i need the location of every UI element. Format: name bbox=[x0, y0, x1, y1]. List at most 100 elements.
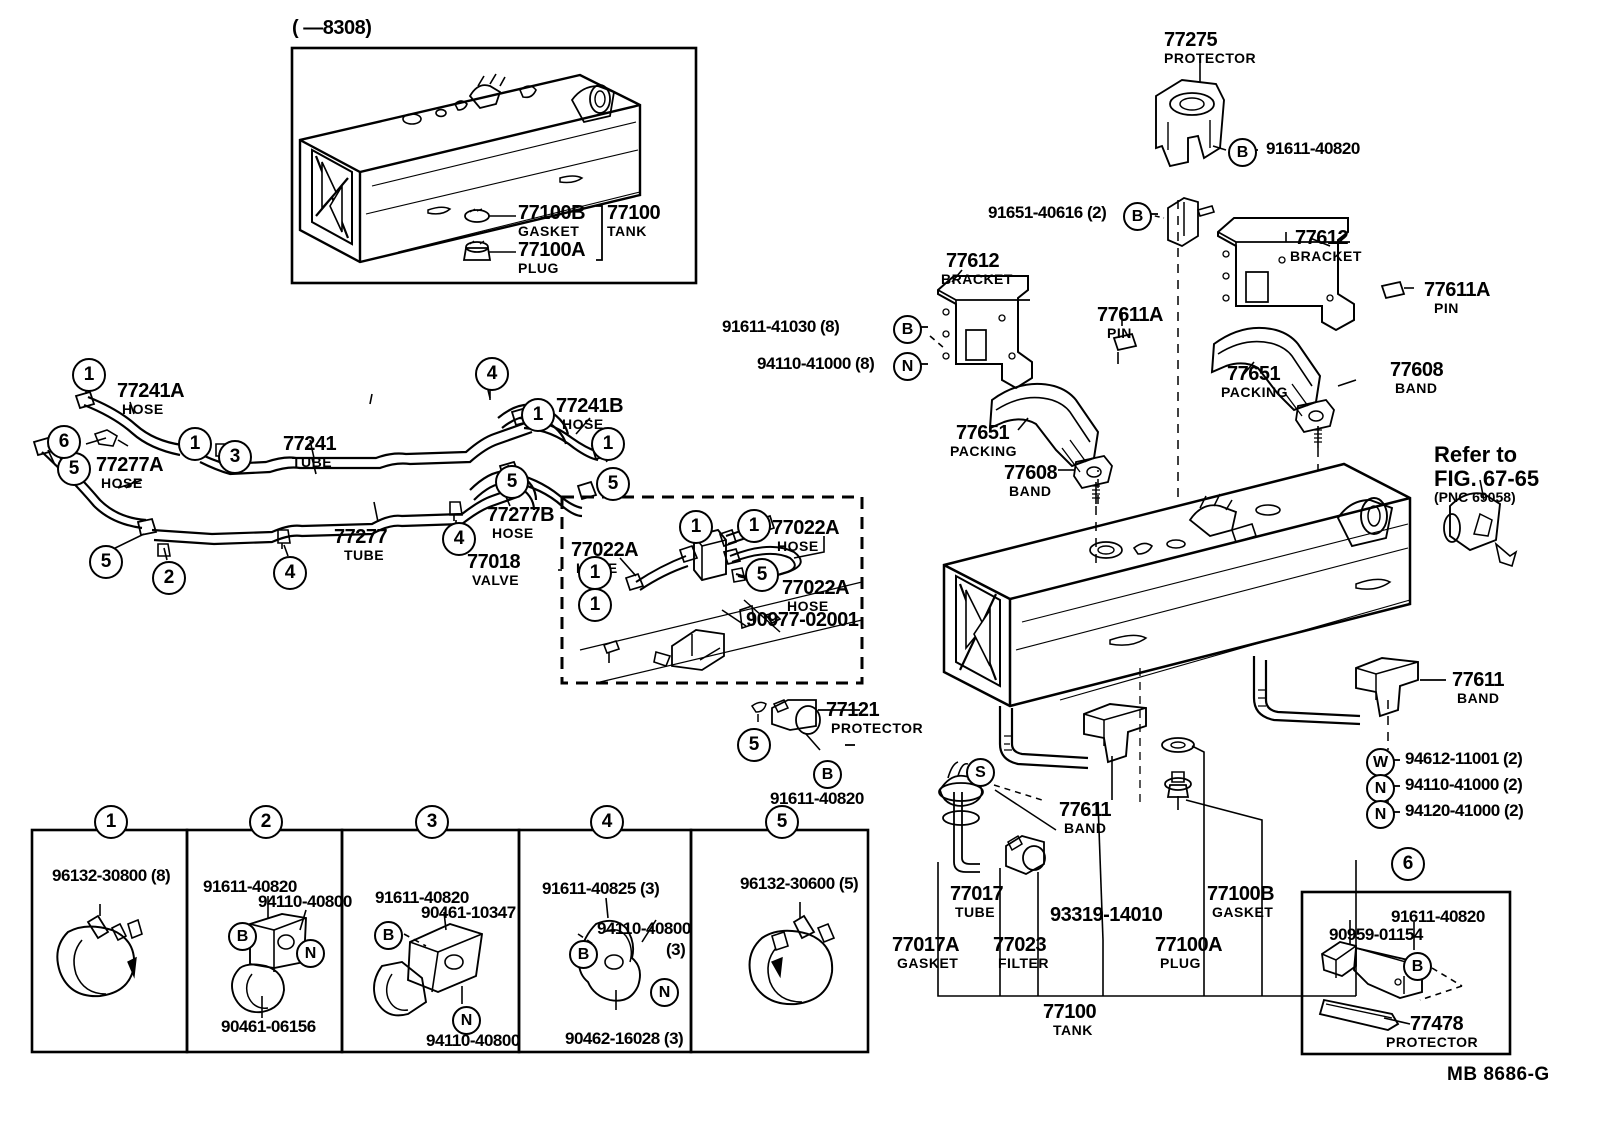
legend-id-5[interactable]: 5 bbox=[765, 805, 799, 839]
part-name-77121: PROTECTOR bbox=[831, 720, 924, 736]
callout-1[interactable]: 1 bbox=[72, 358, 106, 392]
fastener-qty-text: (2) bbox=[1086, 203, 1107, 222]
callout-4[interactable]: 4 bbox=[442, 522, 476, 556]
part-number-77100-inset: 77100 bbox=[607, 202, 661, 224]
callout-4[interactable]: 4 bbox=[273, 556, 307, 590]
part-name-77100B: GASKET bbox=[1212, 904, 1274, 920]
fastener-code-N: N bbox=[452, 1006, 481, 1035]
part-number-77241: 77241 bbox=[283, 433, 337, 455]
part-number-77241B: 77241B bbox=[556, 395, 624, 417]
legend2-part-90461-06156: 90461-06156 bbox=[221, 1017, 316, 1036]
part-name-77608-right: BAND bbox=[1395, 380, 1438, 396]
legend6-part-77478: 77478 bbox=[1410, 1013, 1464, 1035]
fastener-number-91651-40616: 91651-40616 (2) bbox=[988, 203, 1107, 222]
fastener-qty-text: (2) bbox=[1503, 749, 1523, 768]
callout-1[interactable]: 1 bbox=[591, 427, 625, 461]
legend4-part-90462-16028: 90462-16028 (3) bbox=[565, 1029, 684, 1048]
legend5-part-96132-30600: 96132-30600 (5) bbox=[740, 874, 859, 893]
part-number-77241A: 77241A bbox=[117, 380, 185, 402]
callout-6[interactable]: 6 bbox=[47, 425, 81, 459]
legend2-part-91611-40820: 91611-40820 bbox=[203, 877, 297, 896]
callout-1[interactable]: 1 bbox=[679, 510, 713, 544]
callout-5[interactable]: 5 bbox=[745, 558, 779, 592]
callout-1[interactable]: 1 bbox=[578, 588, 612, 622]
legend3-part-90461-10347: 90461-10347 bbox=[421, 903, 516, 922]
legend-id-3[interactable]: 3 bbox=[415, 805, 449, 839]
part-number-77608-right: 77608 bbox=[1390, 359, 1444, 381]
part-name-77608-left: BAND bbox=[1009, 483, 1052, 499]
fastener-qty-text: (2) bbox=[1503, 801, 1524, 820]
part-name-77611-right: BAND bbox=[1457, 690, 1500, 706]
part-number-77277A: 77277A bbox=[96, 454, 164, 476]
legend-id-4[interactable]: 4 bbox=[590, 805, 624, 839]
part-number-77022A: 77022A bbox=[571, 539, 639, 561]
legend-id-6[interactable]: 6 bbox=[1391, 847, 1425, 881]
legend6-part-91611-40820: 91611-40820 bbox=[1391, 907, 1485, 926]
date-range-note: ( —8308) bbox=[292, 17, 372, 39]
legend4-part-91611-40825: 91611-40825 (3) bbox=[542, 879, 660, 898]
fastener-number-91611-40820: 91611-40820 bbox=[770, 789, 864, 808]
fastener-code-S: S bbox=[966, 758, 995, 787]
part-number-77100B: 77100B bbox=[518, 202, 586, 224]
part-number-77018: 77018 bbox=[467, 551, 521, 573]
callout-5[interactable]: 5 bbox=[737, 728, 771, 762]
fastener-number-94110-41000: 94110-41000 (2) bbox=[1405, 775, 1523, 794]
part-name-77100A: PLUG bbox=[518, 260, 559, 276]
part-name-77611-left: BAND bbox=[1064, 820, 1107, 836]
part-number-77611A-right: 77611A bbox=[1424, 279, 1490, 301]
fastener-code-B: B bbox=[374, 921, 403, 950]
legend2-part-94110-40800: 94110-40800 bbox=[258, 892, 352, 911]
fastener-code-N: N bbox=[650, 978, 679, 1007]
callout-3[interactable]: 3 bbox=[218, 440, 252, 474]
part-name-77017: TUBE bbox=[955, 904, 996, 920]
callout-5[interactable]: 5 bbox=[495, 465, 529, 499]
part-name-77277B: HOSE bbox=[492, 525, 534, 541]
callout-5[interactable]: 5 bbox=[596, 467, 630, 501]
callout-5[interactable]: 5 bbox=[89, 545, 123, 579]
part-name-77023: FILTER bbox=[998, 955, 1049, 971]
part-name-77241A: HOSE bbox=[122, 401, 164, 417]
legend4-part-94110-40800-qty: (3) bbox=[666, 940, 686, 959]
part-name-77651-left: PACKING bbox=[950, 443, 1018, 459]
callout-1[interactable]: 1 bbox=[178, 427, 212, 461]
part-number-77277: 77277 bbox=[334, 526, 388, 548]
fastener-qty-text: (8) bbox=[855, 354, 875, 373]
part-number-90977-02001: 90977-02001 bbox=[746, 609, 859, 631]
fastener-num-text: 91611-41030 bbox=[722, 317, 816, 336]
part-name-77611A-right: PIN bbox=[1434, 300, 1459, 316]
part-number-77608-left: 77608 bbox=[1004, 462, 1058, 484]
refer-note-line1: Refer to bbox=[1434, 442, 1518, 467]
legend6-part-90959-01154: 90959-01154 bbox=[1329, 925, 1423, 944]
part-name-77100B: GASKET bbox=[518, 223, 580, 239]
fastener-number-94110-41000: 94110-41000 (8) bbox=[757, 354, 875, 373]
fastener-number-94120-41000: 94120-41000 (2) bbox=[1405, 801, 1524, 820]
fastener-code-N: N bbox=[296, 939, 325, 968]
part-name-77017A: GASKET bbox=[897, 955, 959, 971]
part-number-77612-left: 77612 bbox=[946, 250, 1000, 272]
part-number-93319-14010: 93319-14010 bbox=[1050, 904, 1163, 926]
part-number-77100A: 77100A bbox=[1155, 934, 1223, 956]
figure-code: MB 8686-G bbox=[1447, 1064, 1550, 1085]
part-name-77612-left: BRACKET bbox=[941, 271, 1013, 287]
callout-1[interactable]: 1 bbox=[521, 398, 555, 432]
fastener-code-B: B bbox=[1228, 138, 1257, 167]
fastener-num-text: 94612-11001 bbox=[1405, 749, 1499, 768]
callout-1[interactable]: 1 bbox=[737, 509, 771, 543]
callout-4[interactable]: 4 bbox=[475, 357, 509, 391]
part-name-77277: TUBE bbox=[344, 547, 385, 563]
fastener-number-91611-41030: 91611-41030 (8) bbox=[722, 317, 840, 336]
part-name-77100-inset: TANK bbox=[607, 223, 647, 239]
fastener-num-text: 91651-40616 bbox=[988, 203, 1083, 222]
callout-1[interactable]: 1 bbox=[578, 556, 612, 590]
part-number-77611-left: 77611 bbox=[1059, 799, 1112, 821]
part-number-77100B: 77100B bbox=[1207, 883, 1275, 905]
fastener-code-B: B bbox=[893, 315, 922, 344]
legend-id-1[interactable]: 1 bbox=[94, 805, 128, 839]
part-name-77022A: HOSE bbox=[787, 598, 829, 614]
part-name-77018: VALVE bbox=[472, 572, 520, 588]
part-number-77100: 77100 bbox=[1043, 1001, 1097, 1023]
legend-id-2[interactable]: 2 bbox=[249, 805, 283, 839]
fastener-num-text: 94110-41000 bbox=[1405, 775, 1499, 794]
fastener-qty-text: (2) bbox=[1503, 775, 1523, 794]
callout-2[interactable]: 2 bbox=[152, 561, 186, 595]
